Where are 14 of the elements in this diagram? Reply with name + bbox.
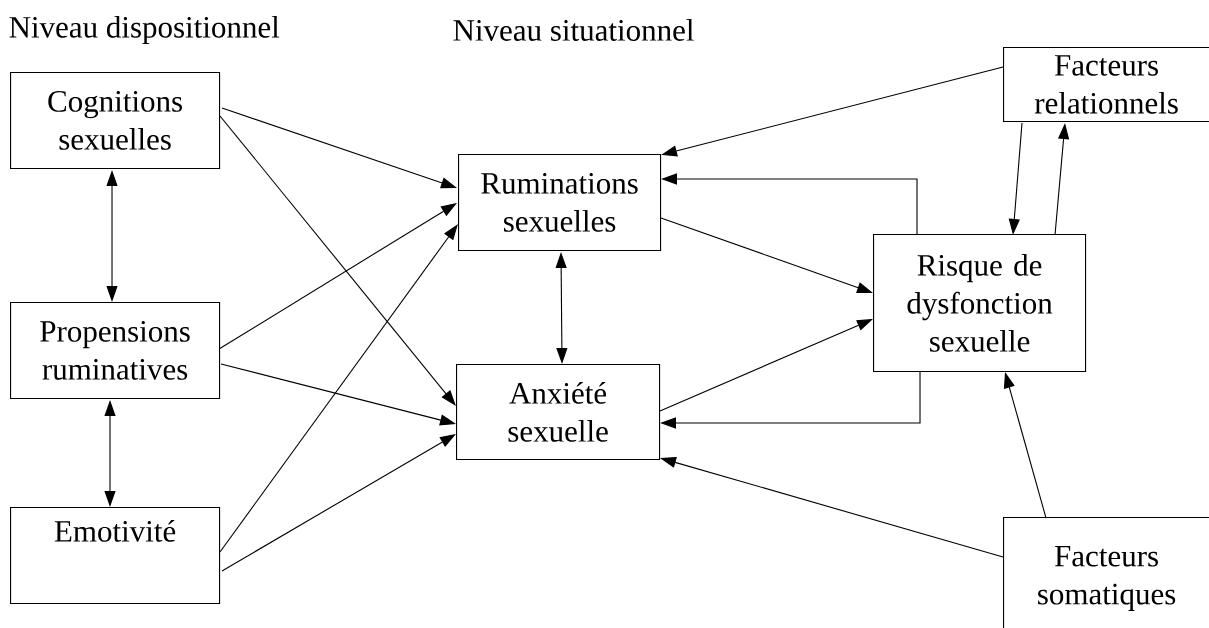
box: Propensions ruminatives [10, 301, 221, 399]
box: Facteurs somatiques [1003, 516, 1209, 628]
arrow [219, 224, 458, 553]
box: Facteurs relationnels [1003, 46, 1209, 122]
box: Anxiété sexuelle [456, 363, 661, 460]
level-heading: Niveau dispositionnel [9, 15, 280, 45]
box: Ruminations sexuelles [458, 153, 662, 251]
box: Emotivité [10, 506, 221, 604]
arrow [218, 203, 457, 350]
box: Cognitions sexuelles [10, 71, 221, 169]
box: Risque de dysfonction sexuelle [873, 233, 1087, 372]
arrow [221, 434, 456, 572]
arrow [219, 115, 456, 406]
level-heading: Niveau situationnel [453, 19, 694, 41]
